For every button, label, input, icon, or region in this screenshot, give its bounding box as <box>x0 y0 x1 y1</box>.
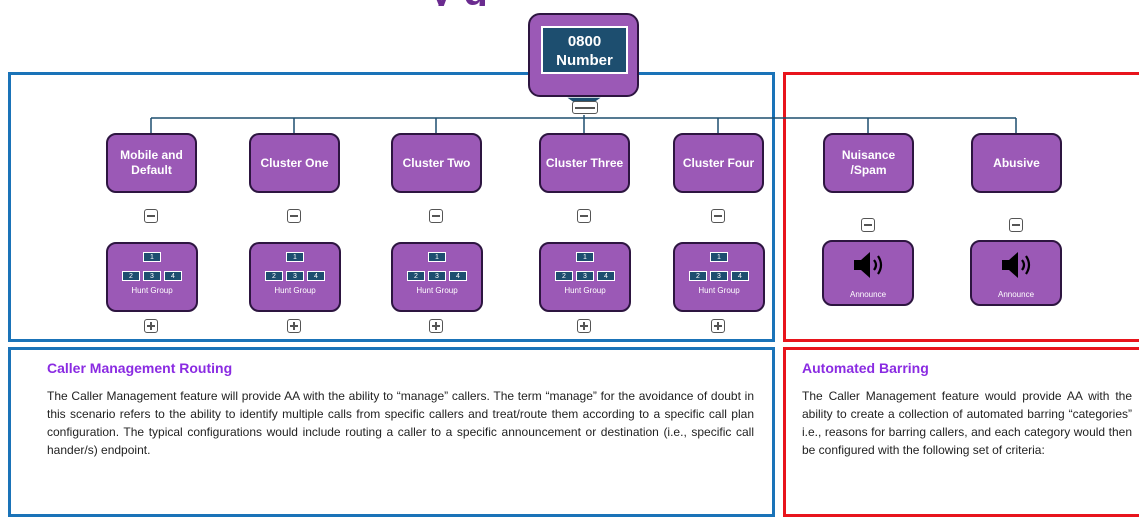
hunt-box-3: 3 <box>576 271 594 281</box>
hunt-group-node[interactable]: 1 2 3 4 Hunt Group <box>673 242 765 312</box>
hunt-box-top: 1 <box>143 252 161 262</box>
node-cluster-three[interactable]: Cluster Three <box>539 133 630 193</box>
hunt-group-node[interactable]: 1 2 3 4 Hunt Group <box>249 242 341 312</box>
node-cluster-one[interactable]: Cluster One <box>249 133 340 193</box>
collapse-toggle-abusive[interactable] <box>1009 218 1023 232</box>
barring-diagram-frame <box>783 72 1139 342</box>
root-collapse-toggle[interactable] <box>572 101 598 114</box>
hunt-box-3: 3 <box>710 271 728 281</box>
node-cluster-four[interactable]: Cluster Four <box>673 133 764 193</box>
expand-toggle-one[interactable] <box>287 319 301 333</box>
announce-label: Announce <box>997 290 1035 299</box>
announce-node[interactable]: Announce <box>970 240 1062 306</box>
hunt-box-2: 2 <box>122 271 140 281</box>
hunt-box-2: 2 <box>689 271 707 281</box>
hunt-group-label: Hunt Group <box>131 286 173 295</box>
expand-toggle-two[interactable] <box>429 319 443 333</box>
collapse-toggle-mobile[interactable] <box>144 209 158 223</box>
hunt-box-4: 4 <box>164 271 182 281</box>
expand-toggle-mobile[interactable] <box>144 319 158 333</box>
collapse-toggle-nuisance[interactable] <box>861 218 875 232</box>
announce-node[interactable]: Announce <box>822 240 914 306</box>
hunt-box-top: 1 <box>576 252 594 262</box>
hunt-box-4: 4 <box>731 271 749 281</box>
collapse-toggle-three[interactable] <box>577 209 591 223</box>
node-nuisance-spam[interactable]: Nuisance /Spam <box>823 133 914 193</box>
hunt-box-4: 4 <box>597 271 615 281</box>
expand-toggle-three[interactable] <box>577 319 591 333</box>
hunt-box-top: 1 <box>428 252 446 262</box>
hunt-box-3: 3 <box>428 271 446 281</box>
collapse-toggle-four[interactable] <box>711 209 725 223</box>
hunt-group-label: Hunt Group <box>564 286 606 295</box>
hunt-box-top: 1 <box>710 252 728 262</box>
hunt-box-4: 4 <box>307 271 325 281</box>
node-mobile-default[interactable]: Mobile and Default <box>106 133 197 193</box>
hunt-group-node[interactable]: 1 2 3 4 Hunt Group <box>539 242 631 312</box>
hunt-box-top: 1 <box>286 252 304 262</box>
root-label: 0800 Number <box>541 26 628 74</box>
collapse-toggle-two[interactable] <box>429 209 443 223</box>
barring-description: The Caller Management feature would prov… <box>802 389 1132 457</box>
node-abusive[interactable]: Abusive <box>971 133 1062 193</box>
connector-lines <box>150 96 1017 133</box>
hunt-box-4: 4 <box>449 271 467 281</box>
hunt-box-3: 3 <box>143 271 161 281</box>
routing-diagram-frame <box>8 72 775 342</box>
barring-heading: Automated Barring <box>802 360 929 376</box>
root-node-0800[interactable]: 0800 Number <box>528 13 639 97</box>
speaker-icon <box>854 252 883 278</box>
routing-heading: Caller Management Routing <box>47 360 233 376</box>
speaker-icon <box>1002 252 1031 278</box>
hunt-box-3: 3 <box>286 271 304 281</box>
hunt-group-label: Hunt Group <box>698 286 740 295</box>
hunt-group-node[interactable]: 1 2 3 4 Hunt Group <box>106 242 198 312</box>
hunt-group-label: Hunt Group <box>274 286 316 295</box>
page-title-fragment: y g <box>430 0 730 6</box>
routing-description: The Caller Management feature will provi… <box>47 389 754 457</box>
node-cluster-two[interactable]: Cluster Two <box>391 133 482 193</box>
announce-label: Announce <box>849 290 887 299</box>
expand-toggle-four[interactable] <box>711 319 725 333</box>
hunt-box-2: 2 <box>265 271 283 281</box>
hunt-box-2: 2 <box>407 271 425 281</box>
hunt-box-2: 2 <box>555 271 573 281</box>
collapse-toggle-one[interactable] <box>287 209 301 223</box>
hunt-group-label: Hunt Group <box>416 286 458 295</box>
hunt-group-node[interactable]: 1 2 3 4 Hunt Group <box>391 242 483 312</box>
